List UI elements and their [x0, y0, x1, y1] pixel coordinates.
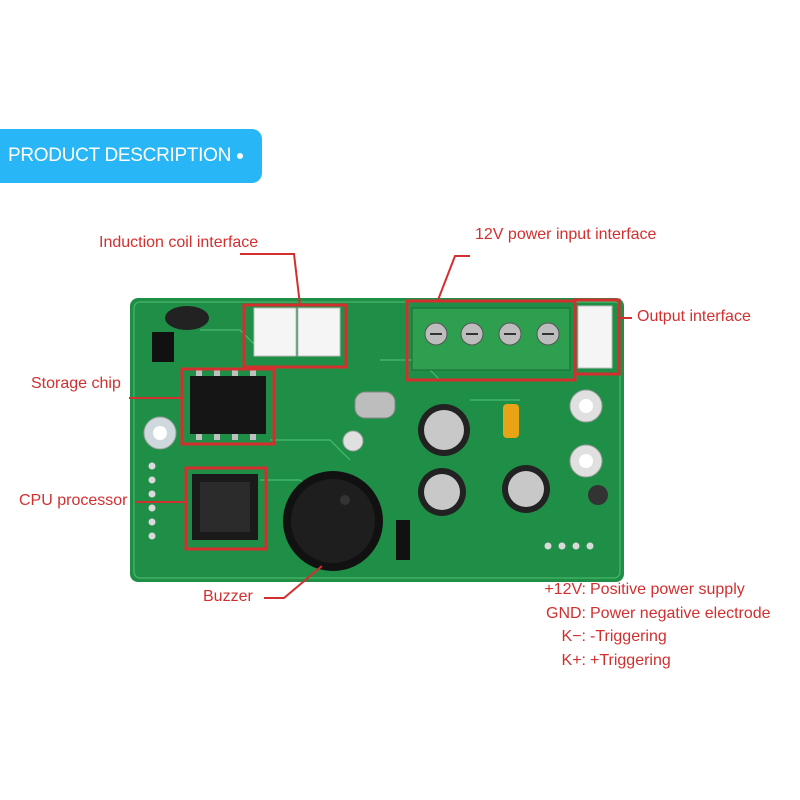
legend-value: +Triggering	[590, 651, 671, 669]
component-top	[165, 306, 209, 330]
legend-value: -Triggering	[590, 628, 667, 645]
label-storage-chip: Storage chip	[31, 375, 121, 392]
legend-row: K+: +Triggering	[520, 649, 771, 673]
label-induction-coil: Induction coil interface	[99, 234, 259, 251]
legend-row: GND: Power negative electrode	[520, 602, 771, 626]
storage-highlight	[180, 367, 276, 446]
product-description-banner: PRODUCT DESCRIPTION	[0, 129, 262, 183]
label-cpu: CPU processor	[19, 492, 128, 509]
small-ic	[152, 332, 174, 362]
tantalum-capacitor	[503, 404, 519, 438]
pin-legend: +12V: Positive power supply GND: Power n…	[520, 578, 771, 673]
cpu-highlight	[184, 466, 268, 551]
banner-title: PRODUCT DESCRIPTION	[8, 145, 232, 166]
legend-key: GND:	[546, 604, 586, 622]
output-highlight	[573, 298, 621, 376]
label-output: Output interface	[637, 308, 751, 325]
output-connector	[577, 305, 613, 369]
legend-value: Power negative electrode	[590, 604, 771, 622]
legend-row: +12V: Positive power supply	[520, 578, 771, 602]
banner-dot	[237, 153, 244, 159]
electrolytic-capacitors	[418, 404, 550, 516]
storage-chip-ic	[190, 376, 266, 434]
transistor	[588, 485, 608, 505]
legend-value: Positive power supply	[590, 581, 745, 598]
legend-key: K+:	[561, 651, 586, 669]
coil-highlight	[242, 303, 348, 369]
legend-key: +12V:	[544, 581, 586, 598]
label-buzzer: Buzzer	[203, 588, 253, 605]
label-power-input: 12V power input interface	[475, 226, 657, 243]
crystal	[354, 391, 396, 419]
jumper-header	[396, 520, 410, 560]
legend-key: K−:	[561, 628, 586, 645]
coil-connector	[297, 307, 341, 357]
led	[342, 430, 364, 452]
legend-row: K−: -Triggering	[520, 625, 771, 649]
coil-connector	[253, 307, 297, 357]
